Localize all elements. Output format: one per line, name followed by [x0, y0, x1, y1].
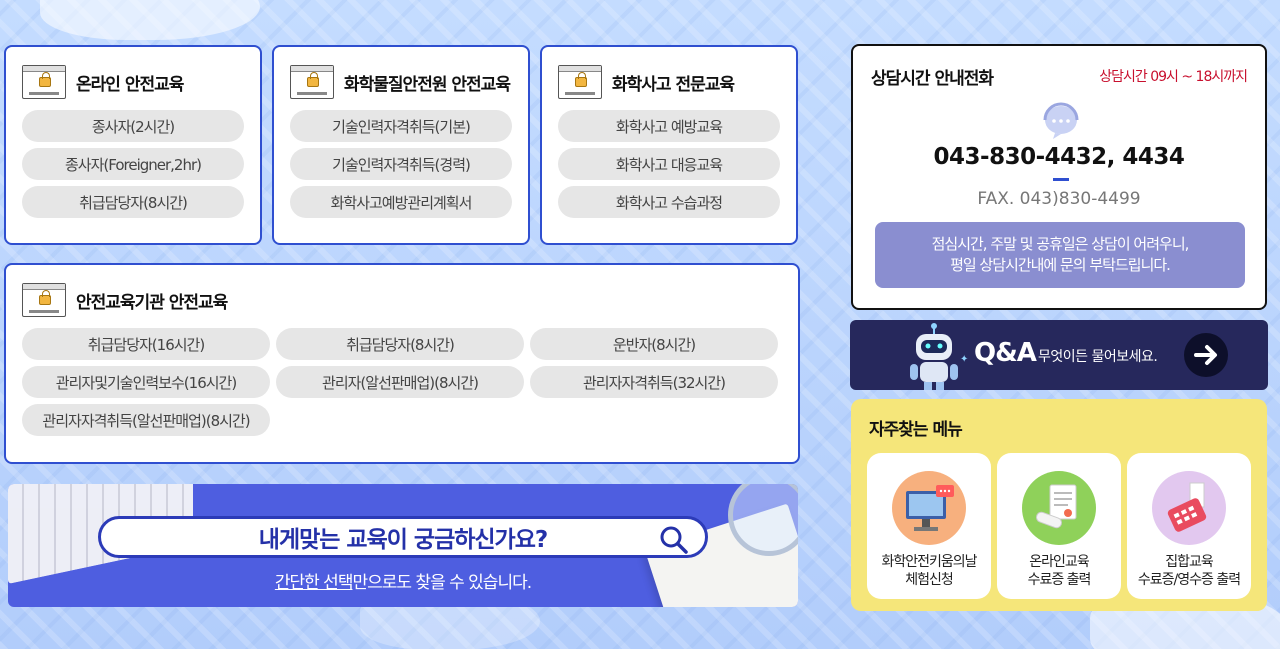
course-link[interactable]: 운반자(8시간) [530, 328, 778, 360]
contact-fax: FAX. 043)830-4499 [977, 189, 1141, 209]
course-link[interactable]: 관리자자격취득(32시간) [530, 366, 778, 398]
favorites-panel: 자주찾는 메뉴 화학안전키움의날 체험신청 [851, 399, 1267, 611]
computer-monitor-icon [892, 471, 966, 545]
chemical-accident-card: 화학사고 전문교육 화학사고 예방교육 화학사고 대응교육 화학사고 수습과정 [540, 45, 798, 245]
receipt-printer-icon [1152, 471, 1226, 545]
course-link[interactable]: 기술인력자격취득(경력) [290, 148, 512, 180]
course-finder-search-box[interactable]: 내게맞는 교육이 궁금하신가요? [98, 516, 708, 558]
course-link[interactable]: 취급담당자(8시간) [22, 186, 244, 218]
simple-select-link[interactable]: 간단한 선택 [274, 573, 354, 593]
card-title: 온라인 안전교육 [76, 74, 184, 95]
course-finder-question: 내게맞는 교육이 궁금하신가요? [258, 527, 548, 553]
certificate-icon [1022, 471, 1096, 545]
course-finder-subtitle: 간단한 선택만으로도 찾을 수 있습니다. [274, 573, 532, 593]
divider [1053, 178, 1069, 181]
card-title: 안전교육기관 안전교육 [76, 292, 228, 313]
course-link[interactable]: 화학사고 예방교육 [558, 110, 780, 142]
qna-title: Q&A [974, 338, 1037, 368]
card-header: 안전교육기관 안전교육 [22, 283, 228, 317]
contact-phone[interactable]: 043-830-4432, 4434 [933, 144, 1185, 170]
search-icon[interactable] [659, 525, 689, 555]
favorites-title: 자주찾는 메뉴 [869, 420, 963, 440]
course-finder-banner[interactable]: 내게맞는 교육이 궁금하신가요? 간단한 선택만으로도 찾을 수 있습니다. [8, 484, 798, 607]
course-link[interactable]: 화학사고예방관리계획서 [290, 186, 512, 218]
magnifier-illustration [728, 484, 798, 556]
course-link[interactable]: 화학사고 대응교육 [558, 148, 780, 180]
qna-banner[interactable]: ✦ Q&A 무엇이든 물어보세요. [850, 320, 1268, 390]
favorite-item-group-receipt[interactable]: 집합교육 수료증/영수증 출력 [1127, 453, 1251, 599]
robot-icon: ✦ [910, 323, 968, 390]
course-link[interactable]: 종사자(Foreigner,2hr) [22, 148, 244, 180]
locked-screen-icon [22, 283, 66, 317]
contact-card: 상담시간 안내전화 상담시간 09시 ~ 18시까지 043-830-4432,… [851, 44, 1267, 310]
contact-title: 상담시간 안내전화 [871, 69, 994, 89]
contact-hours: 상담시간 09시 ~ 18시까지 [1099, 69, 1248, 85]
chemical-safety-card: 화학물질안전원 안전교육 기술인력자격취득(기본) 기술인력자격취득(경력) 화… [272, 45, 530, 245]
course-link[interactable]: 관리자자격취득(알선판매업)(8시간) [22, 404, 270, 436]
course-link[interactable]: 종사자(2시간) [22, 110, 244, 142]
locked-screen-icon [290, 65, 334, 99]
arrow-right-icon [1194, 345, 1217, 365]
locked-screen-icon [22, 65, 66, 99]
qna-subtitle: 무엇이든 물어보세요. [1038, 349, 1158, 365]
course-link[interactable]: 기술인력자격취득(기본) [290, 110, 512, 142]
favorite-item-online-certificate[interactable]: 온라인교육 수료증 출력 [997, 453, 1121, 599]
course-link[interactable]: 관리자(알선판매업)(8시간) [276, 366, 524, 398]
institution-education-card: 안전교육기관 안전교육 취급담당자(16시간) 취급담당자(8시간) 운반자(8… [4, 263, 800, 464]
course-link[interactable]: 취급담당자(8시간) [276, 328, 524, 360]
card-title: 화학사고 전문교육 [612, 74, 735, 95]
card-header: 화학물질안전원 안전교육 [290, 65, 511, 99]
course-link[interactable]: 관리자및기술인력보수(16시간) [22, 366, 270, 398]
contact-notice: 점심시간, 주말 및 공휴일은 상담이 어려우니, 평일 상담시간내에 문의 부… [875, 222, 1245, 288]
course-link[interactable]: 화학사고 수습과정 [558, 186, 780, 218]
svg-text:✦: ✦ [960, 354, 968, 365]
qna-go-button[interactable] [1184, 333, 1228, 377]
locked-screen-icon [558, 65, 602, 99]
card-header: 온라인 안전교육 [22, 65, 184, 99]
online-education-card: 온라인 안전교육 종사자(2시간) 종사자(Foreigner,2hr) 취급담… [4, 45, 262, 245]
card-title: 화학물질안전원 안전교육 [344, 74, 511, 95]
course-link[interactable]: 취급담당자(16시간) [22, 328, 270, 360]
headset-chat-icon [1043, 102, 1079, 139]
card-header: 화학사고 전문교육 [558, 65, 735, 99]
favorite-item-experience[interactable]: 화학안전키움의날 체험신청 [867, 453, 991, 599]
